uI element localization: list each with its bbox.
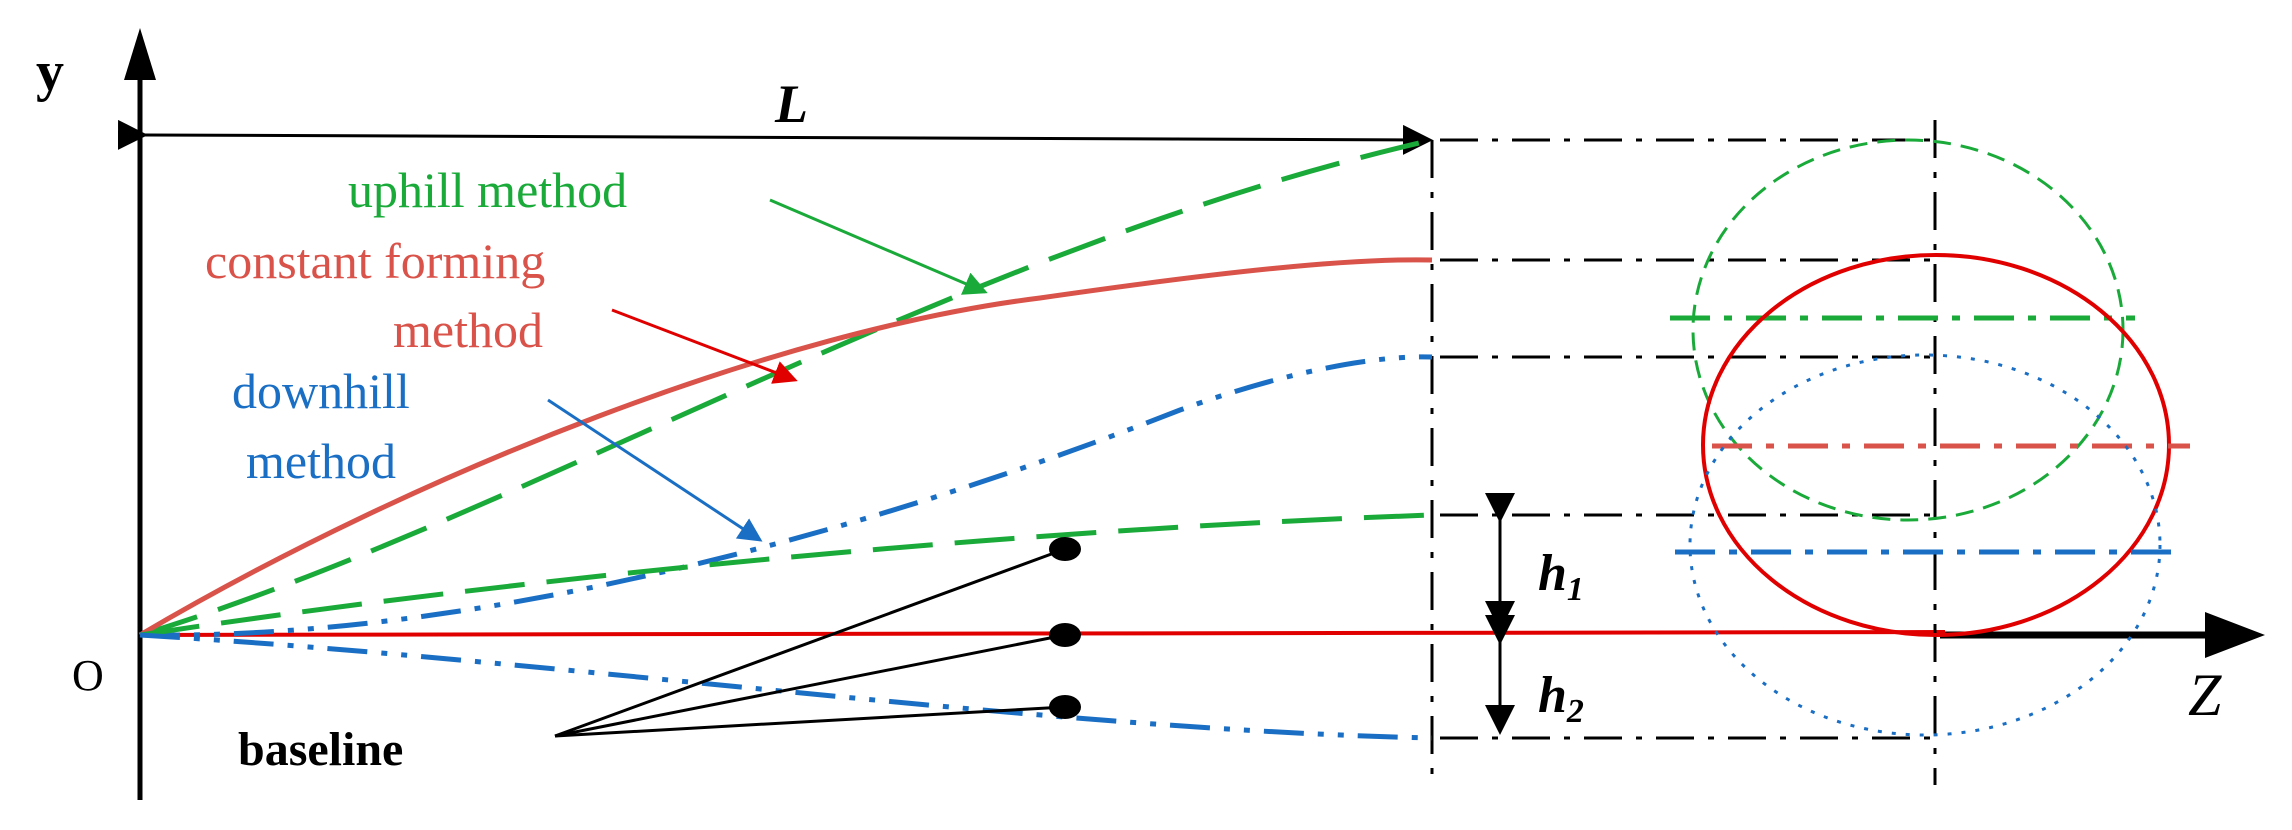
- z-axis-label: Z: [2188, 662, 2222, 728]
- constant-label-line1: constant forming: [205, 233, 545, 289]
- downhill-upper-curve: [139, 354, 1433, 638]
- downhill-cross-section: [1688, 353, 2162, 737]
- uphill-lower-curve: [139, 512, 1433, 638]
- length-label: L: [774, 74, 808, 134]
- uphill-label: uphill method: [348, 162, 627, 218]
- constant-curve: [138, 257, 1433, 638]
- downhill-label-line1: downhill: [232, 363, 410, 419]
- downhill-lower-curve: [139, 632, 1433, 741]
- y-axis-label: y: [36, 41, 64, 103]
- h2-label: h2: [1538, 667, 1584, 730]
- baseline-dot-middle: [1049, 623, 1081, 647]
- y-axis: [124, 28, 156, 800]
- zero-baseline: [139, 630, 1946, 637]
- constant-callout-arrow: [611, 308, 798, 384]
- uphill-cross-section: [1691, 138, 2125, 522]
- uphill-callout-arrow: [769, 198, 988, 295]
- downhill-label-line2: method: [246, 433, 396, 489]
- constant-label-line2: method: [393, 302, 543, 358]
- downhill-callout-arrow: [547, 398, 763, 542]
- uphill-upper-curve: [139, 137, 1433, 638]
- guide-lines: [1430, 120, 1937, 785]
- origin-label: O: [72, 651, 104, 700]
- h1-label: h1: [1538, 545, 1584, 608]
- baseline-pointers: [554, 547, 1066, 738]
- baseline-label: baseline: [238, 723, 403, 776]
- baseline-dot-lower: [1049, 695, 1081, 719]
- baseline-dot-upper: [1049, 537, 1081, 561]
- length-dimension: [117, 119, 1433, 155]
- z-axis: [1940, 612, 2265, 658]
